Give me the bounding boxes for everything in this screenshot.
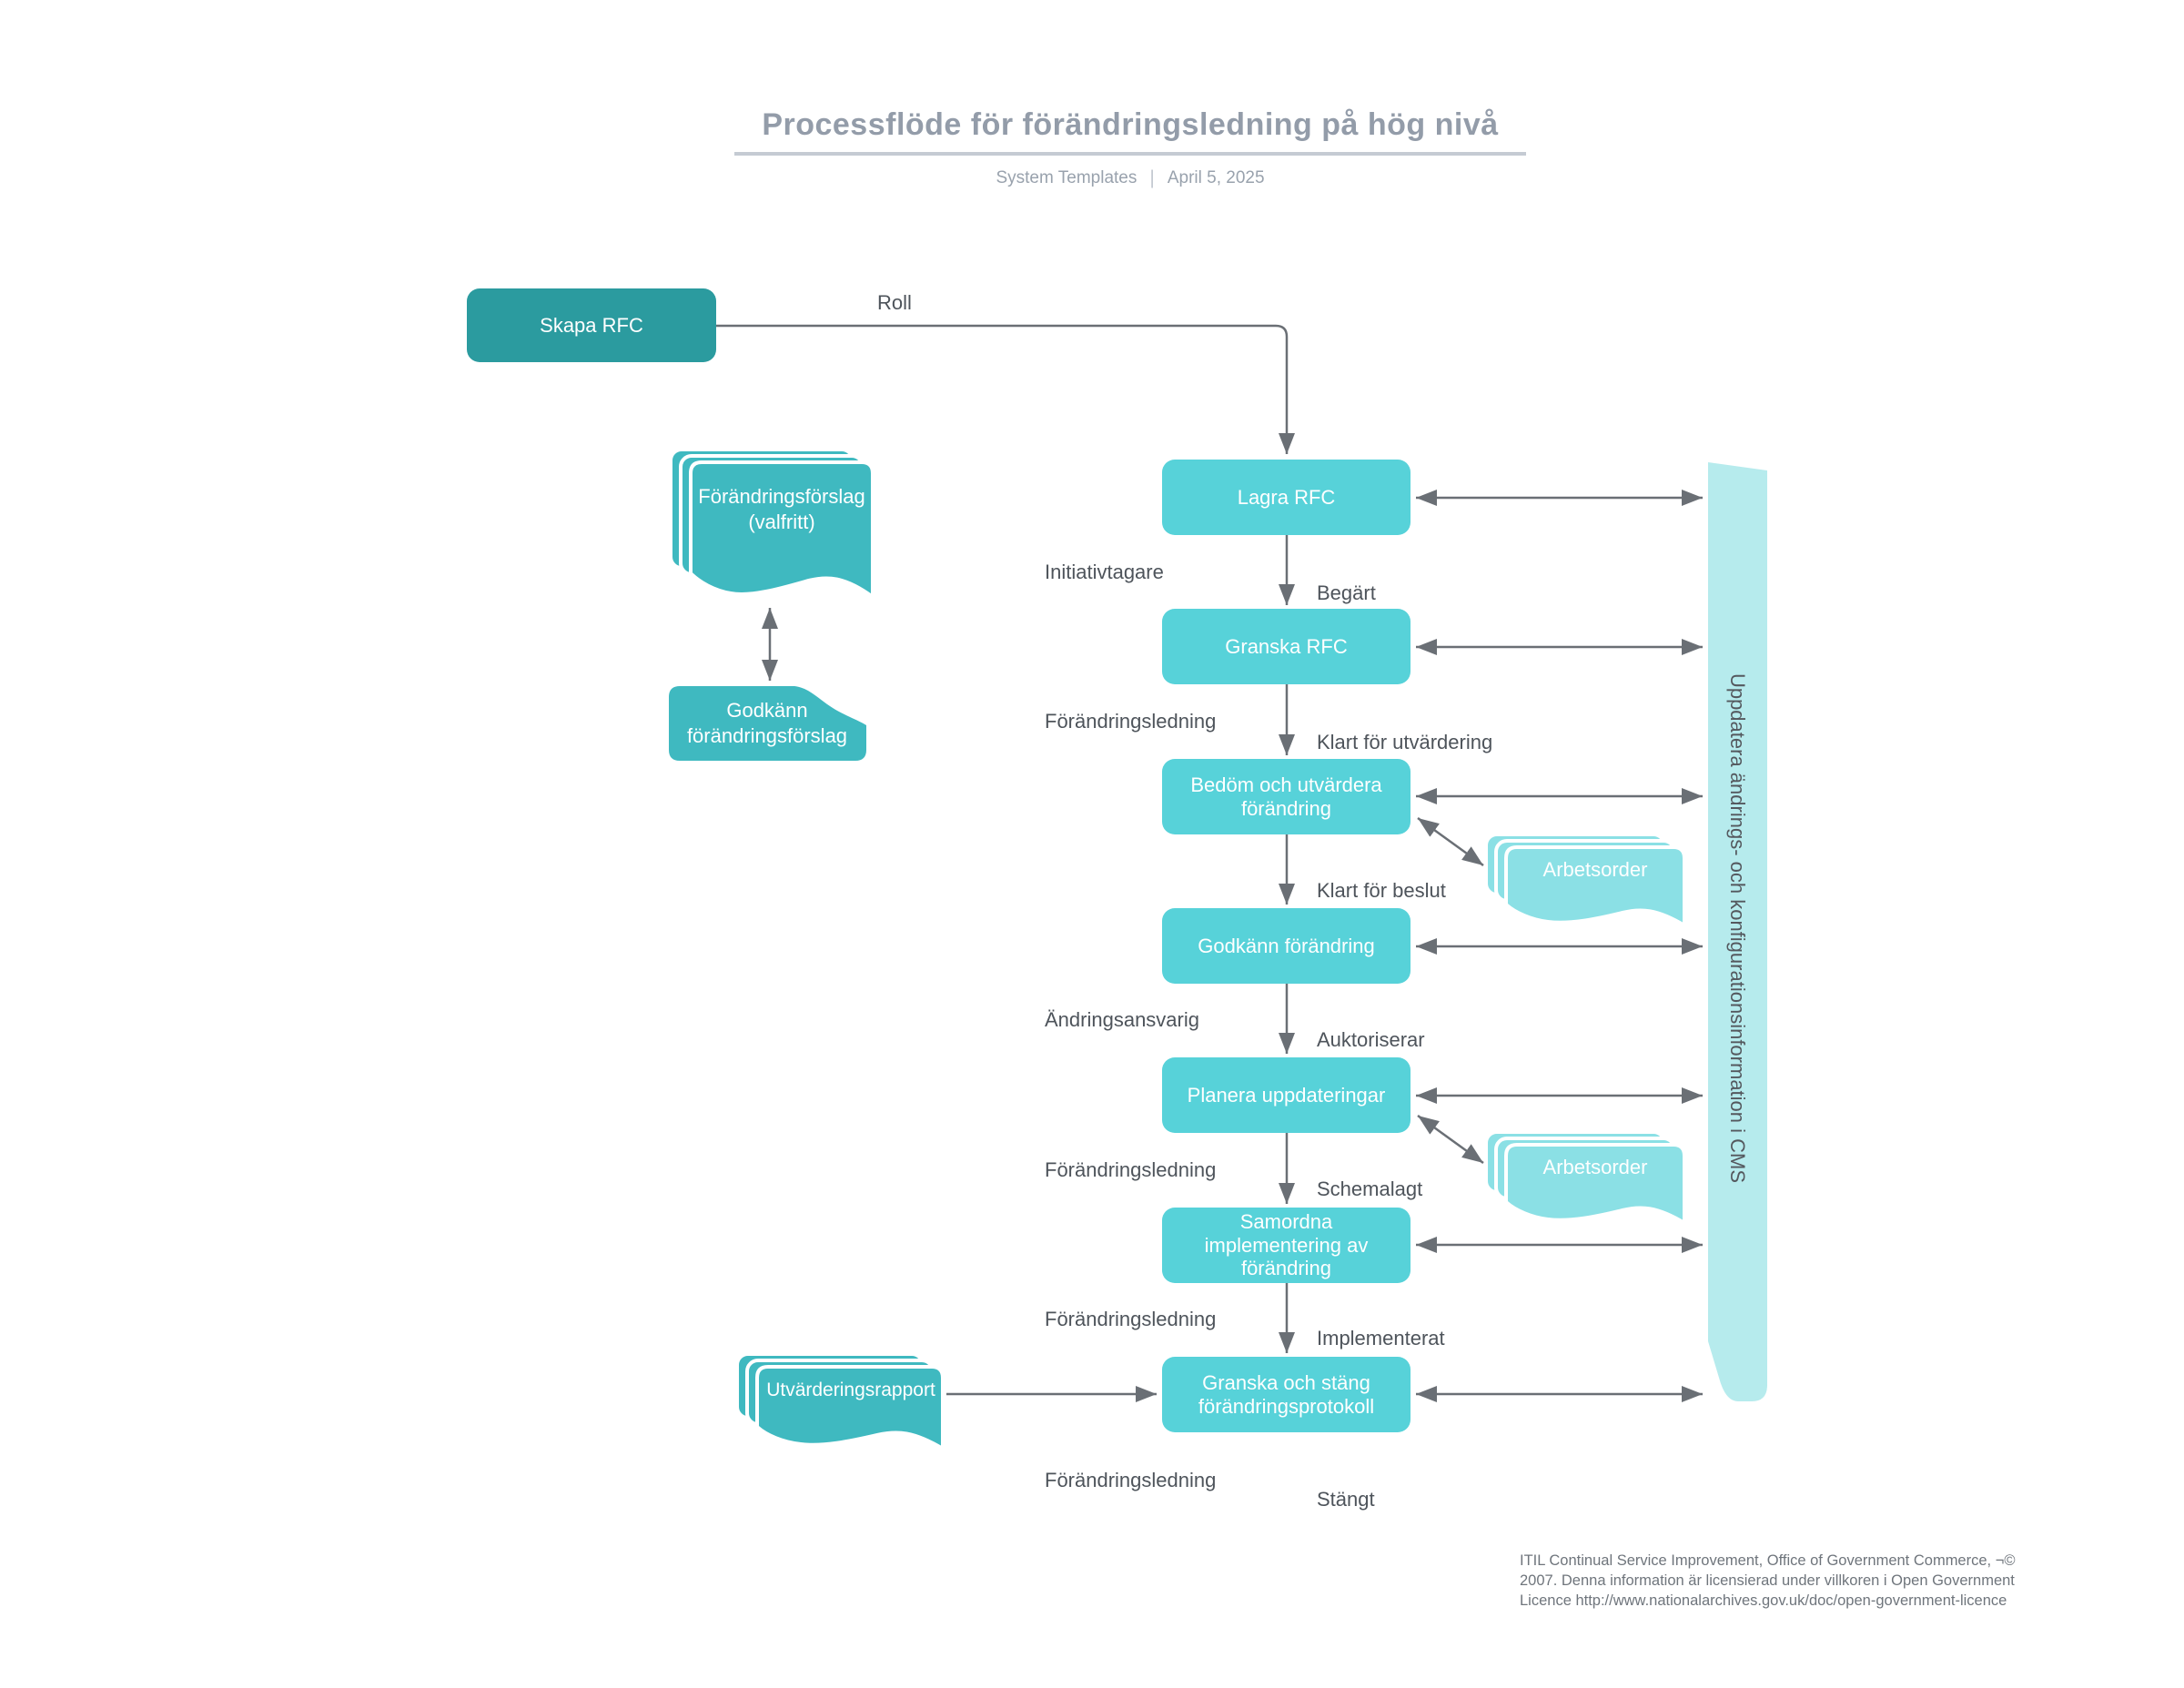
licence-line: 2007. Denna information är licensierad u… — [1520, 1572, 2015, 1589]
lane-label-initiativtagare: Initiativtagare — [1045, 561, 1164, 583]
node-label: Lagra RFC — [1237, 485, 1336, 509]
edge-label-implementerat: Implementerat — [1317, 1327, 1445, 1349]
label-line: (valfritt) — [748, 510, 815, 534]
node-bedom-utvardera: Bedöm och utvärdera förändring — [1162, 759, 1410, 834]
node-skapa-rfc: Skapa RFC — [467, 288, 716, 362]
title-underline — [734, 152, 1526, 156]
lane-label-andringsansvarig: Ändringsansvarig — [1045, 1008, 1199, 1031]
edge-label-klart-beslut: Klart för beslut — [1317, 879, 1446, 902]
node-granska-rfc: Granska RFC — [1162, 609, 1410, 684]
connectors-to-cms-band — [1416, 490, 1703, 1402]
node-label: Bedöm och utvärdera förändring — [1190, 773, 1382, 820]
lane-label-forandringsledning-2: Förändringsledning — [1045, 1158, 1217, 1181]
node-godkann-forandring: Godkänn förändring — [1162, 908, 1410, 984]
subtitle: System Templates | April 5, 2025 — [996, 167, 1264, 189]
node-samordna-implementering: Samordna implementering av förändring — [1162, 1208, 1410, 1283]
subtitle-separator: | — [1149, 167, 1155, 188]
licence-note: ITIL Continual Service Improvement, Offi… — [1520, 1552, 2120, 1611]
document-work-order-top-label: Arbetsorder — [1542, 858, 1648, 881]
licence-line: ITIL Continual Service Improvement, Offi… — [1520, 1552, 2016, 1569]
node-label: Godkänn förändring — [1198, 934, 1375, 957]
node-label: Granska RFC — [1225, 634, 1348, 658]
node-label: Planera uppdateringar — [1187, 1083, 1386, 1107]
node-label: Granska och stäng förändringsprotokoll — [1198, 1370, 1375, 1418]
edge-label-stangt: Stängt — [1317, 1488, 1375, 1511]
node-label: Samordna implementering av förändring — [1204, 1209, 1369, 1280]
document-change-proposal-label: Förändringsförslag (valfritt) — [691, 484, 873, 535]
document-work-order-bottom-label: Arbetsorder — [1542, 1156, 1648, 1178]
edge-label-auktoriserar: Auktoriserar — [1317, 1028, 1425, 1051]
node-lagra-rfc: Lagra RFC — [1162, 460, 1410, 535]
label-line: förändringsförslag — [686, 724, 848, 748]
cms-band-label: Uppdatera ändrings- och konfigurationsin… — [1726, 672, 1749, 1184]
edge-label-roll: Roll — [877, 291, 912, 314]
connector-start-to-lagra — [716, 324, 1295, 454]
lane-label-forandringsledning-3: Förändringsledning — [1045, 1308, 1217, 1330]
document-change-proposal — [669, 448, 875, 601]
node-planera-uppdateringar: Planera uppdateringar — [1162, 1057, 1410, 1133]
node-skapa-rfc-label: Skapa RFC — [540, 313, 643, 337]
document-work-order-top — [1484, 833, 1686, 929]
edge-label-klart-utvardering: Klart för utvärdering — [1317, 731, 1493, 753]
cms-band — [1708, 462, 1767, 1401]
connectors-work-orders — [1417, 816, 1484, 1165]
edge-label-begart: Begärt — [1317, 581, 1376, 604]
document-evaluation-report — [735, 1352, 945, 1452]
lane-label-forandringsledning-1: Förändringsledning — [1045, 710, 1217, 733]
edge-label-schemalagt: Schemalagt — [1317, 1178, 1423, 1200]
label-line: Godkänn — [726, 699, 808, 722]
node-godkann-forandringsforslag-label: Godkänn förändringsförslag — [676, 698, 858, 749]
node-granska-stang: Granska och stäng förändringsprotokoll — [1162, 1357, 1410, 1432]
page-title: Processflöde för förändringsledning på h… — [762, 107, 1499, 142]
document-evaluation-report-label: Utvärderingsrapport — [766, 1380, 935, 1400]
subtitle-date: April 5, 2025 — [1167, 168, 1265, 187]
label-line: Förändringsförslag — [698, 485, 865, 508]
licence-line: Licence http://www.nationalarchives.gov.… — [1520, 1592, 2007, 1609]
document-work-order-bottom — [1484, 1130, 1686, 1227]
node-godkann-forandringsforslag — [669, 686, 866, 761]
subtitle-source: System Templates — [996, 168, 1138, 187]
lane-label-forandringsledning-4: Förändringsledning — [1045, 1469, 1217, 1491]
